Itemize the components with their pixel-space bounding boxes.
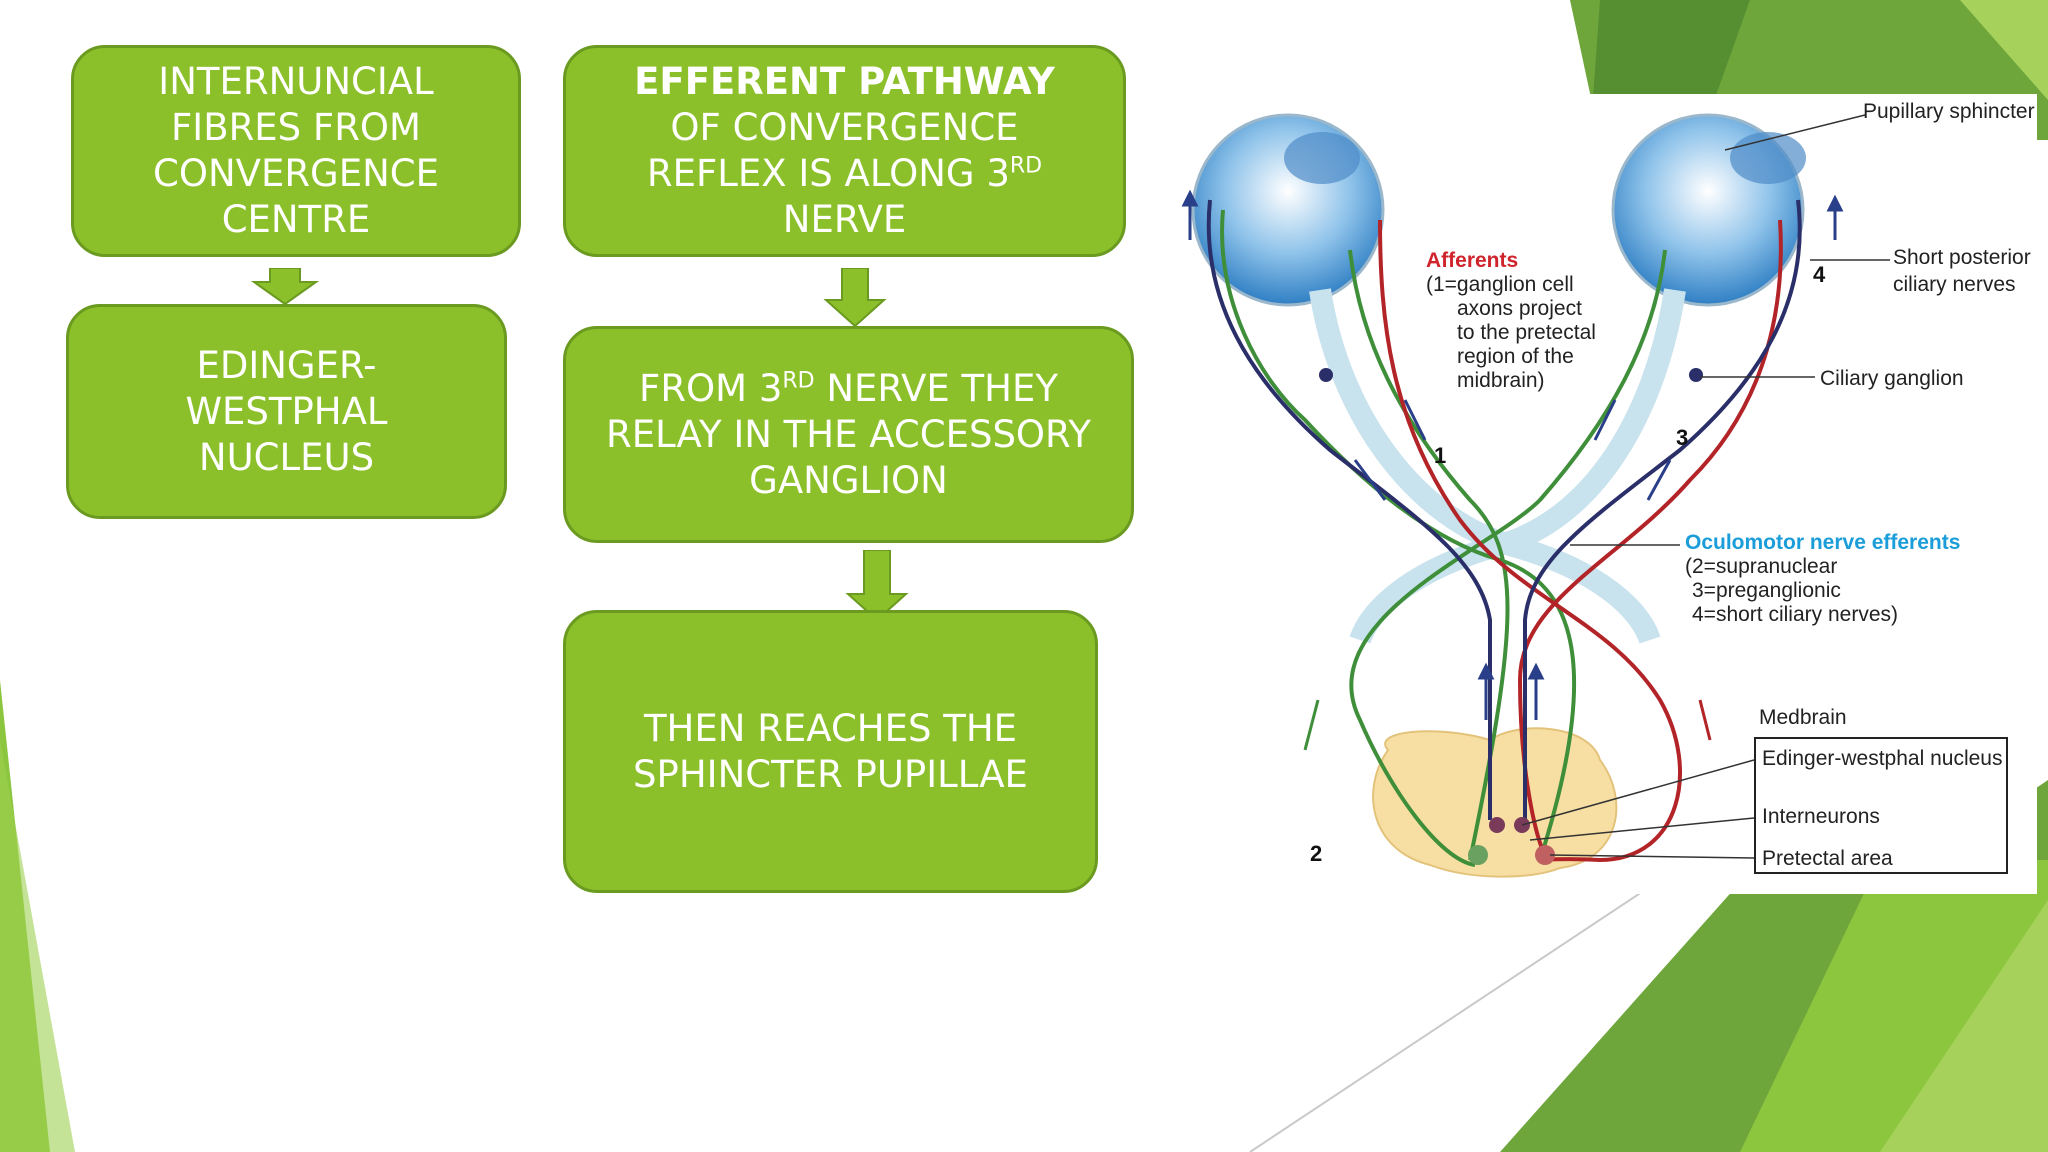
number-3: 3	[1676, 425, 1689, 450]
down-arrow-3	[845, 550, 909, 622]
relay-ganglion-box: FROM 3RD NERVE THEY RELAY IN THE ACCESSO…	[563, 326, 1134, 543]
midbrain-shape	[1372, 727, 1618, 878]
relay-part-2: NERVE THEY RELAY IN THE ACCESSORY GANGLI…	[605, 366, 1091, 502]
efferent-pathway-box: EFFERENT PATHWAY OF CONVERGENCE REFLEX I…	[563, 45, 1126, 257]
edinger-westphal-text: EDINGER-WESTPHAL NUCLEUS	[185, 343, 388, 479]
edinger-westphal-box: EDINGER-WESTPHAL NUCLEUS	[66, 304, 507, 519]
efferent-pathway-text: EFFERENT PATHWAY OF CONVERGENCE REFLEX I…	[615, 59, 1075, 243]
red-path-left	[1378, 219, 1682, 863]
efferent-pathway-bold: EFFERENT PATHWAY	[634, 60, 1055, 103]
ew-nucleus-left	[1489, 817, 1505, 833]
bottom-right-deco-light	[1880, 900, 2048, 1152]
leader-lines	[1521, 114, 1890, 859]
label-short-posterior-2: ciliary nerves	[1893, 273, 2016, 296]
legend-box	[1754, 737, 2008, 874]
label-afferents-2: axons project	[1457, 297, 1582, 320]
efferent-pathway-sup: RD	[1009, 153, 1043, 179]
legend-pretectal: Pretectal area	[1762, 847, 1893, 870]
down-arrow-2	[823, 268, 887, 328]
label-afferents-1: (1=ganglion cell	[1426, 273, 1574, 296]
right-eye	[1611, 113, 1806, 307]
label-pupillary-sphincter: Pupillary sphincter	[1863, 100, 2035, 123]
navy-efferent-left	[1206, 199, 1492, 820]
efferent-pathway-rest: OF CONVERGENCE REFLEX IS ALONG 3	[646, 106, 1019, 195]
optic-nerve-right	[1349, 288, 1686, 644]
small-arrows	[1181, 189, 1844, 720]
label-short-posterior-1: Short posterior	[1893, 246, 2031, 269]
label-oculomotor-1: (2=supranuclear	[1685, 555, 1838, 578]
label-oculomotor-title: Oculomotor nerve efferents	[1685, 531, 1961, 554]
green-afferent-path-left-inner	[1348, 249, 1510, 861]
sphincter-pupillae-text: THEN REACHES THE SPHINCTER PUPILLAE	[633, 706, 1028, 796]
number-2: 2	[1310, 841, 1323, 866]
label-oculomotor-3: 4=short ciliary nerves)	[1692, 603, 1898, 626]
label-afferents-title: Afferents	[1426, 249, 1519, 272]
sphincter-pupillae-box: THEN REACHES THE SPHINCTER PUPILLAE	[563, 610, 1098, 893]
label-oculomotor-2: 3=preganglionic	[1692, 579, 1841, 602]
internuncial-fibres-box: INTERNUNCIAL FIBRES FROM CONVERGENCE CEN…	[71, 45, 521, 257]
legend-edinger: Edinger-westphal nucleus	[1762, 747, 2003, 770]
ciliary-ganglion-right	[1689, 368, 1703, 382]
label-medbrain: Medbrain	[1759, 706, 1847, 729]
efferent-pathway-end: NERVE	[782, 198, 907, 241]
top-right-deco-light	[1960, 0, 2048, 100]
pretectal-left	[1468, 845, 1488, 865]
relay-part-1: FROM 3	[639, 366, 783, 410]
relay-ganglion-text: FROM 3RD NERVE THEY RELAY IN THE ACCESSO…	[589, 366, 1109, 504]
relay-sup: RD	[782, 368, 815, 394]
ciliary-ganglion-left	[1319, 368, 1333, 382]
pretectal-right	[1535, 845, 1555, 865]
down-arrow-1	[250, 268, 320, 306]
left-eye	[1191, 113, 1385, 307]
left-deco-light	[0, 740, 75, 1152]
navy-efferent-right	[1523, 199, 1802, 820]
green-arrow-2	[1303, 699, 1320, 751]
red-arrow	[1698, 699, 1712, 741]
number-4: 4	[1813, 262, 1826, 287]
green-afferent-path-right	[1349, 249, 1667, 867]
internuncial-fibres-text: INTERNUNCIAL FIBRES FROM CONVERGENCE CEN…	[153, 60, 439, 241]
number-1: 1	[1434, 443, 1447, 468]
label-afferents-4: region of the	[1457, 345, 1574, 368]
label-afferents-3: to the pretectal	[1457, 321, 1596, 344]
legend-interneurons: Interneurons	[1762, 805, 1880, 828]
label-ciliary-ganglion: Ciliary ganglion	[1820, 367, 1964, 390]
label-afferents-5: midbrain)	[1457, 369, 1545, 392]
deco-thin-line	[1249, 879, 1661, 1152]
